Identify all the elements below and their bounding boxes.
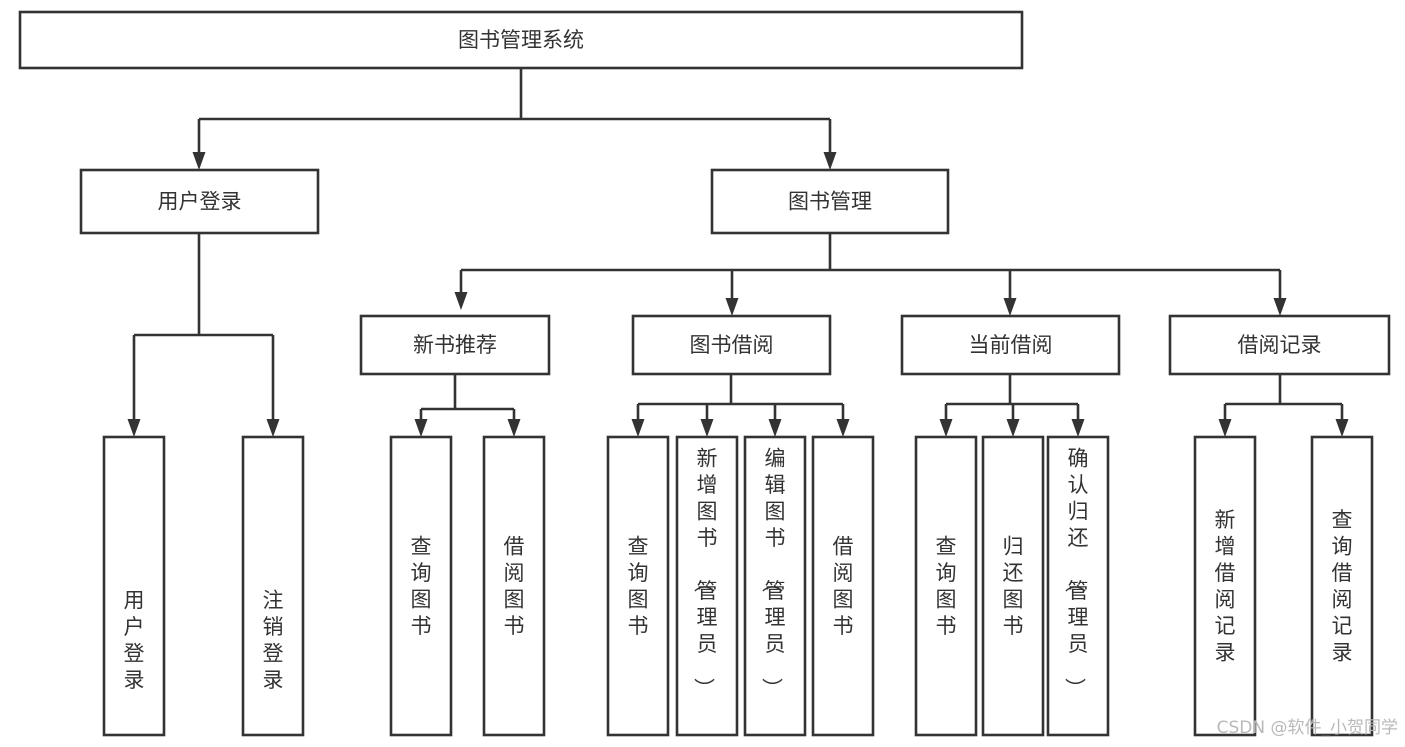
node-box-leaf-borrow-book-2[interactable] bbox=[811, 435, 875, 737]
node-user-login[interactable]: 用户登录 bbox=[79, 168, 320, 235]
node-label-leaf-add-book: 新增图书（管理员） bbox=[692, 447, 718, 699]
node-leaf-borrow-book-2[interactable]: 借阅图书 bbox=[811, 435, 875, 737]
node-box-current-borrow[interactable] bbox=[900, 314, 1121, 376]
node-box-book-borrow[interactable] bbox=[631, 314, 832, 376]
node-label-root: 图书管理系统 bbox=[458, 28, 584, 52]
node-label-leaf-borrow-book-1: 借阅图书 bbox=[504, 535, 525, 639]
node-leaf-return-book[interactable]: 归还图书 bbox=[981, 435, 1045, 737]
node-box-leaf-query-book-1[interactable] bbox=[389, 435, 453, 737]
connector-new-book-rec bbox=[414, 374, 521, 437]
node-box-leaf-edit-book[interactable] bbox=[743, 435, 807, 737]
node-leaf-edit-book[interactable]: 编辑图书（管理员） bbox=[743, 435, 807, 737]
node-current-borrow[interactable]: 当前借阅 bbox=[900, 314, 1121, 376]
node-label-leaf-edit-book: 编辑图书（管理员） bbox=[760, 447, 786, 699]
node-label-leaf-return-book: 归还图书 bbox=[1003, 535, 1024, 639]
node-root[interactable]: 图书管理系统 bbox=[18, 10, 1024, 70]
node-box-leaf-borrow-book-1[interactable] bbox=[482, 435, 546, 737]
node-box-borrow-record[interactable] bbox=[1168, 314, 1391, 376]
node-box-book-manage[interactable] bbox=[710, 168, 950, 235]
node-box-leaf-return-book[interactable] bbox=[981, 435, 1045, 737]
connector-book-borrow bbox=[631, 374, 850, 437]
node-leaf-query-book-3[interactable]: 查询图书 bbox=[914, 435, 978, 737]
node-leaf-user-login[interactable]: 用户登录 bbox=[102, 435, 166, 737]
connector-root bbox=[192, 68, 837, 170]
node-leaf-add-book[interactable]: 新增图书（管理员） bbox=[675, 435, 739, 737]
node-leaf-query-book-1[interactable]: 查询图书 bbox=[389, 435, 453, 737]
node-label-leaf-user-login: 用户登录 bbox=[124, 589, 145, 693]
connector-user-login bbox=[127, 233, 280, 437]
node-label-user-login: 用户登录 bbox=[158, 190, 242, 214]
node-leaf-add-record[interactable]: 新增借阅记录 bbox=[1193, 435, 1257, 737]
node-box-leaf-add-book[interactable] bbox=[675, 435, 739, 737]
node-label-leaf-add-record: 新增借阅记录 bbox=[1215, 508, 1236, 665]
node-label-current-borrow: 当前借阅 bbox=[969, 333, 1053, 357]
node-box-leaf-query-book-2[interactable] bbox=[606, 435, 670, 737]
node-layer: 图书管理系统用户登录图书管理新书推荐图书借阅当前借阅借阅记录用户登录注销登录查询… bbox=[18, 10, 1391, 737]
node-box-leaf-confirm-return[interactable] bbox=[1046, 435, 1110, 737]
node-box-leaf-query-book-3[interactable] bbox=[914, 435, 978, 737]
node-label-leaf-borrow-book-2: 借阅图书 bbox=[833, 535, 854, 639]
node-label-leaf-logout: 注销登录 bbox=[263, 589, 284, 693]
node-book-borrow[interactable]: 图书借阅 bbox=[631, 314, 832, 376]
node-box-new-book-rec[interactable] bbox=[359, 314, 551, 376]
node-box-leaf-logout[interactable] bbox=[241, 435, 305, 737]
connector-current-borrow bbox=[939, 374, 1085, 437]
node-new-book-rec[interactable]: 新书推荐 bbox=[359, 314, 551, 376]
node-leaf-query-record[interactable]: 查询借阅记录 bbox=[1310, 435, 1374, 737]
node-box-leaf-query-record[interactable] bbox=[1310, 435, 1374, 737]
node-leaf-confirm-return[interactable]: 确认归还（管理员） bbox=[1046, 435, 1110, 737]
node-box-root[interactable] bbox=[18, 10, 1024, 70]
node-box-leaf-user-login[interactable] bbox=[102, 435, 166, 737]
node-box-leaf-add-record[interactable] bbox=[1193, 435, 1257, 737]
node-leaf-logout[interactable]: 注销登录 bbox=[241, 435, 305, 737]
node-label-leaf-query-record: 查询借阅记录 bbox=[1332, 508, 1353, 665]
node-label-borrow-record: 借阅记录 bbox=[1238, 333, 1322, 357]
node-label-book-manage: 图书管理 bbox=[788, 190, 872, 214]
node-label-leaf-query-book-2: 查询图书 bbox=[628, 535, 649, 639]
node-leaf-borrow-book-1[interactable]: 借阅图书 bbox=[482, 435, 546, 737]
node-label-book-borrow: 图书借阅 bbox=[690, 333, 774, 357]
node-leaf-query-book-2[interactable]: 查询图书 bbox=[606, 435, 670, 737]
node-borrow-record[interactable]: 借阅记录 bbox=[1168, 314, 1391, 376]
connector-borrow-record bbox=[1218, 374, 1349, 437]
node-book-manage[interactable]: 图书管理 bbox=[710, 168, 950, 235]
watermark-text: CSDN @软件_小贺同学 bbox=[1217, 718, 1398, 738]
node-box-user-login[interactable] bbox=[79, 168, 320, 235]
node-label-leaf-query-book-1: 查询图书 bbox=[411, 535, 432, 639]
node-label-leaf-confirm-return: 确认归还（管理员） bbox=[1063, 447, 1089, 699]
connector-layer bbox=[127, 68, 1349, 437]
node-label-leaf-query-book-3: 查询图书 bbox=[936, 535, 957, 639]
node-label-new-book-rec: 新书推荐 bbox=[413, 333, 497, 357]
connector-book-manage bbox=[454, 233, 1287, 316]
